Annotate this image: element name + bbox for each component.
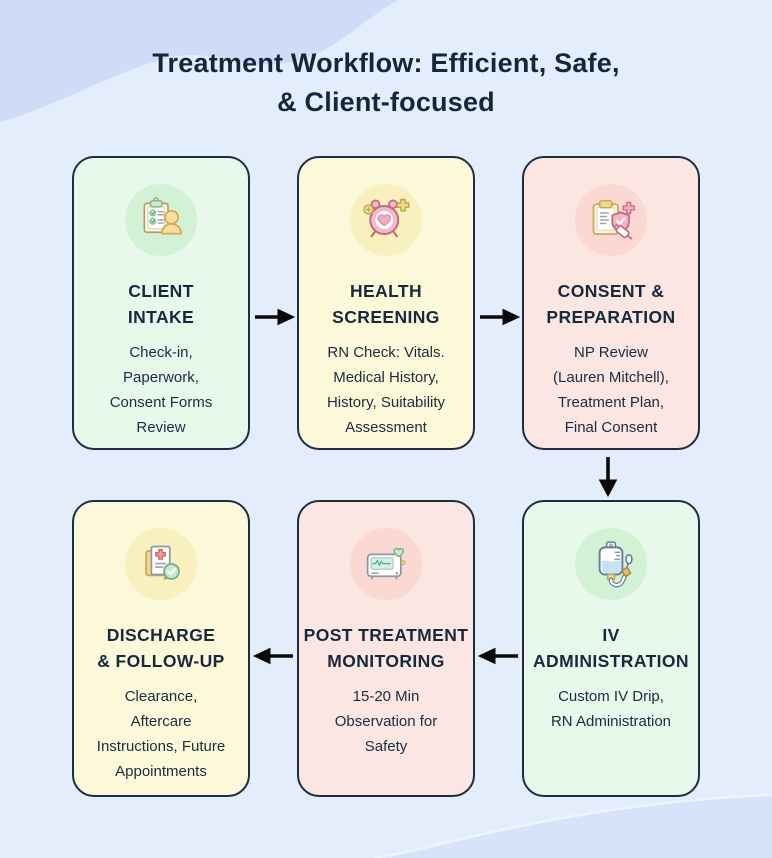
document-check-icon	[125, 528, 197, 600]
heart-clock-icon	[350, 184, 422, 256]
card-body: Check-in, Paperwork, Consent Forms Revie…	[109, 344, 213, 436]
card-body: 15-20 Min Observation for Safety	[334, 688, 438, 755]
arrow-left-icon	[252, 647, 293, 664]
arrow-right-icon	[479, 308, 520, 326]
card-body: NP Review (Lauren Mitchell), Treatment P…	[553, 344, 669, 436]
card-body: Clearance, Aftercare Instructions, Futur…	[96, 688, 226, 780]
card-discharge-follow-up: DISCHARGE & FOLLOW-UP Clearance, Afterca…	[72, 500, 250, 797]
card-body: Custom IV Drip, RN Administration	[550, 688, 672, 730]
card-heading: POST TREATMENT MONITORING	[303, 625, 469, 671]
arrow-gap	[250, 500, 297, 797]
arrow-right-icon	[254, 308, 295, 326]
workflow-bottom-row: DISCHARGE & FOLLOW-UP Clearance, Afterca…	[72, 500, 700, 797]
arrow-gap	[475, 500, 522, 797]
card-heading: CONSENT & PREPARATION	[546, 281, 676, 327]
card-iv-administration: IV ADMINISTRATION Custom IV Drip, RN Adm…	[522, 500, 700, 797]
vitals-monitor-icon	[350, 528, 422, 600]
card-heading: IV ADMINISTRATION	[533, 625, 689, 671]
card-heading: HEALTH SCREENING	[332, 281, 440, 327]
card-client-intake: CLIENT INTAKE Check-in, Paperwork, Conse…	[72, 156, 250, 450]
background-corner-edge	[373, 793, 772, 858]
clipboard-person-icon	[125, 184, 197, 256]
arrow-down-icon	[598, 457, 618, 497]
iv-bag-icon	[575, 528, 647, 600]
arrow-gap	[475, 156, 522, 450]
card-heading: CLIENT INTAKE	[127, 281, 195, 327]
workflow-grid: CLIENT INTAKE Check-in, Paperwork, Conse…	[72, 156, 700, 797]
arrow-left-icon	[477, 647, 518, 664]
card-post-treatment-monitoring: POST TREATMENT MONITORING 15-20 Min Obse…	[297, 500, 475, 797]
card-health-screening: HEALTH SCREENING RN Check: Vitals. Medic…	[297, 156, 475, 450]
page-title: Treatment Workflow: Efficient, Safe, & C…	[152, 48, 620, 117]
background-corner-curve	[374, 795, 772, 858]
arrow-gap	[250, 156, 297, 450]
card-heading: DISCHARGE & FOLLOW-UP	[97, 625, 225, 671]
workflow-top-row: CLIENT INTAKE Check-in, Paperwork, Conse…	[72, 156, 700, 450]
card-consent-preparation: CONSENT & PREPARATION NP Review (Lauren …	[522, 156, 700, 450]
clipboard-shield-syringe-icon	[575, 184, 647, 256]
card-body: RN Check: Vitals. Medical History, Histo…	[326, 344, 446, 436]
